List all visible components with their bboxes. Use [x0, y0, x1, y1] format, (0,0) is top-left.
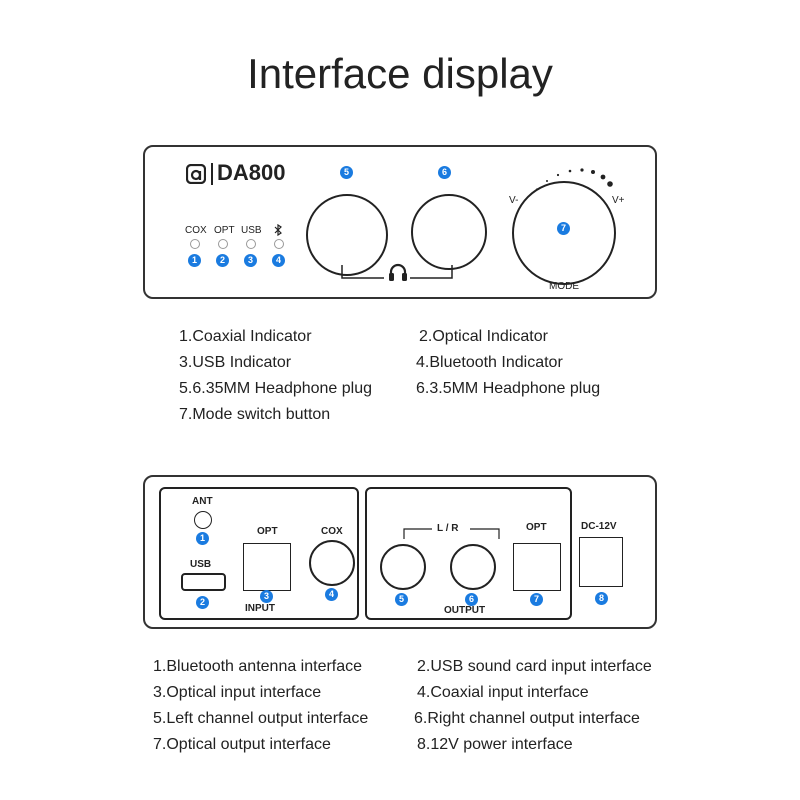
rear-legend-5: 5.Left channel output interface [153, 710, 369, 727]
brand-divider [211, 163, 213, 185]
rear-marker-5: 5 [395, 593, 408, 606]
optical-input-port[interactable] [243, 543, 291, 591]
left-channel-output-port[interactable] [380, 544, 426, 590]
front-legend-2: 2.Optical Indicator [419, 328, 548, 345]
opt-input-label: OPT [257, 526, 278, 537]
front-legend-3: 3.USB Indicator [179, 354, 292, 371]
input-label: INPUT [245, 603, 275, 614]
rear-marker-6: 6 [465, 593, 478, 606]
usb-port[interactable] [181, 573, 226, 591]
bluetooth-icon [274, 224, 282, 236]
page-title: Interface display [247, 50, 553, 97]
indicator-led-bluetooth [274, 239, 284, 249]
volume-dots-icon [536, 168, 613, 190]
front-legend-5: 5.6.35MM Headphone plug [179, 380, 373, 397]
headphone-connector-lines [341, 265, 453, 279]
lr-label: L / R [437, 523, 459, 534]
output-section: L / R 5 6 OUTPUT OPT 7 [365, 487, 572, 620]
rear-marker-4: 4 [325, 588, 338, 601]
headphone-jack-3-5mm[interactable] [411, 194, 487, 270]
volume-plus-label: V+ [612, 195, 625, 206]
rear-marker-1: 1 [196, 532, 209, 545]
rear-legend-3: 3.Optical input interface [153, 684, 322, 701]
rear-legend-6: 6.Right channel output interface [414, 710, 640, 727]
marker-5: 5 [340, 166, 353, 179]
rear-marker-2: 2 [196, 596, 209, 609]
marker-6: 6 [438, 166, 451, 179]
rear-legend-4: 4.Coaxial input interface [417, 684, 589, 701]
indicator-led-usb [246, 239, 256, 249]
lr-bracket [403, 528, 500, 539]
rear-marker-3: 3 [260, 590, 273, 603]
front-legend-6: 6.3.5MM Headphone plug [416, 380, 601, 397]
usb-label: USB [190, 559, 212, 570]
rear-legend-7: 7.Optical output interface [153, 736, 331, 753]
rear-marker-8: 8 [595, 592, 608, 605]
output-label: OUTPUT [444, 605, 486, 616]
input-section: ANT 1 USB 2 OPT 3 INPUT COX 4 [159, 487, 359, 620]
marker-3: 3 [244, 254, 257, 267]
front-legend-7: 7.Mode switch button [179, 406, 331, 423]
right-channel-output-port[interactable] [450, 544, 496, 590]
indicator-led-optical [218, 239, 228, 249]
opt-output-label: OPT [526, 522, 547, 533]
marker-7: 7 [557, 222, 570, 235]
marker-1: 1 [188, 254, 201, 267]
marker-2: 2 [216, 254, 229, 267]
front-legend-4: 4.Bluetooth Indicator [416, 354, 563, 371]
volume-minus-label: V- [509, 195, 519, 206]
rear-legend-8: 8.12V power interface [417, 736, 573, 753]
front-legend-1: 1.Coaxial Indicator [179, 328, 312, 345]
rear-panel: ANT 1 USB 2 OPT 3 INPUT COX 4 L / R 5 6 … [143, 475, 657, 629]
indicator-label-cox: COX [185, 225, 207, 236]
mode-label: MODE [549, 281, 579, 292]
marker-4: 4 [272, 254, 285, 267]
indicator-label-opt: OPT [214, 225, 235, 236]
brand-logo-icon [186, 164, 206, 184]
indicator-label-usb: USB [241, 225, 262, 236]
ant-label: ANT [192, 496, 213, 507]
front-panel: DA800 COX OPT USB 1 2 3 4 5 6 V- V+ 7 MO… [143, 145, 657, 299]
dc-label: DC-12V [581, 521, 617, 532]
rear-legend-1: 1.Bluetooth antenna interface [153, 658, 363, 675]
power-port[interactable] [579, 537, 623, 587]
coaxial-input-port[interactable] [309, 540, 355, 586]
indicator-led-coaxial [190, 239, 200, 249]
brand-name: DA800 [217, 160, 286, 185]
antenna-port[interactable] [194, 511, 212, 529]
rear-marker-7: 7 [530, 593, 543, 606]
optical-output-port[interactable] [513, 543, 561, 591]
cox-label: COX [321, 526, 343, 537]
headphone-jack-6-35mm[interactable] [306, 194, 388, 276]
rear-legend-2: 2.USB sound card input interface [417, 658, 652, 675]
headphone-icon [389, 263, 407, 281]
